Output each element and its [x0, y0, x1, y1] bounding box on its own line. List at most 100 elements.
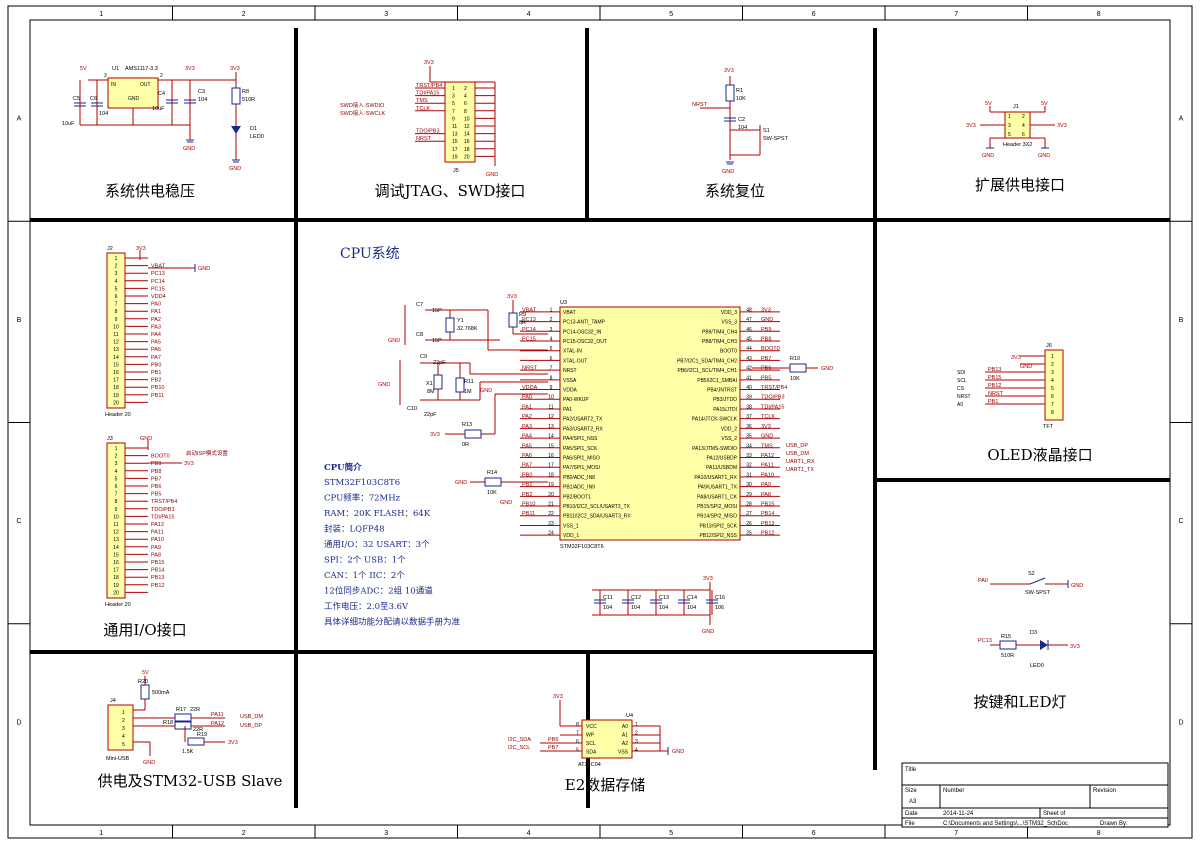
s2-ref: S2 — [1028, 571, 1035, 577]
mcu-ref: U3 — [560, 300, 567, 306]
mcu-pin-name-right: PB3/JTDO — [713, 397, 737, 403]
jtag-net-label: TDO/PB3 — [416, 129, 440, 135]
section-title-cpu: CPU系统 — [340, 246, 400, 262]
header-pin-number: 1 — [115, 256, 118, 262]
u1-pin2: 2 — [160, 73, 163, 79]
r9-3v3: 3V3 — [507, 294, 517, 300]
u4-pin-number-right: 3 — [635, 739, 638, 745]
j1-pin6: 6 — [1022, 132, 1025, 138]
j1-header — [1004, 111, 1031, 139]
mcu-pin-name-left: PA3/USART2_RX — [563, 426, 603, 432]
header-pin-number: 12 — [113, 340, 119, 346]
c6-value: 104 — [99, 111, 108, 117]
mcu-pin-number-left: 4 — [550, 336, 553, 342]
mcu-net-right: TRST/PB4 — [761, 385, 787, 391]
d1-ref: D1 — [250, 126, 257, 132]
led-3v3: 3V3 — [1070, 644, 1080, 650]
mcu-pin-number-right: 43 — [746, 356, 752, 362]
mcu-pin-number-left: 6 — [550, 356, 553, 362]
mcu-pin-number-right: 45 — [746, 336, 752, 342]
section-title-reset: 系统复位 — [705, 182, 765, 200]
header-net-label: PA0 — [151, 302, 161, 308]
decoupling-cap-value: 104 — [659, 605, 668, 611]
header-pin-number: 15 — [113, 362, 119, 368]
jtag-pin-left: 13 — [452, 132, 458, 138]
mcu-net-right: PB9 — [761, 327, 771, 333]
header-pin-number: 8 — [115, 499, 118, 505]
jtag-pin-right: 6 — [464, 101, 467, 107]
jtag-pin-left: 15 — [452, 139, 458, 145]
mcu-pin-name-left: PA7/SPI1_MOSI — [563, 465, 600, 471]
tb-title-label: Title — [905, 767, 917, 773]
c2-ref: C2 — [738, 117, 745, 123]
mcu-pin-name-left: PA5/SPI1_SCK — [563, 446, 598, 452]
mcu-net-left: PC14 — [522, 327, 536, 333]
mcu-pin-number-right: 32 — [746, 463, 752, 469]
mcu-pin-name-left: VDD_1 — [563, 533, 579, 539]
mcu-pin-number-right: 44 — [746, 346, 752, 352]
mcu-pin-number-left: 7 — [550, 366, 553, 372]
c8-value: 15P — [432, 338, 442, 344]
mcu-net-right: PB5 — [761, 375, 771, 381]
reset-circuit: 3V3 R1 10K NRST C2 104 S1 SW-SPST GND — [692, 68, 789, 175]
cpu-desc-line: 工作电压：2.0至3.6V — [324, 601, 409, 612]
u1-in-pin: IN — [111, 82, 116, 88]
header-net-label: PB2 — [151, 378, 161, 384]
e2-sda-label: I2C_SDA — [508, 737, 531, 743]
header-pin-number: 15 — [113, 552, 119, 558]
mcu-pin-number-right: 35 — [746, 434, 752, 440]
usb-dp-label: USB_DP — [786, 443, 808, 449]
jtag-net-label: TDI/PA15 — [416, 91, 439, 97]
mcu-pin-number-right: 34 — [746, 443, 752, 449]
c9-value: 22pF — [433, 360, 446, 366]
oled-signal: SDI — [957, 370, 965, 376]
u4-part: AT24C04 — [578, 762, 601, 768]
power-in-net: 5V — [80, 66, 87, 72]
header-net-label: BOOT0 — [151, 454, 170, 460]
mcu-net-left: PB11 — [522, 511, 535, 517]
header-pin-number: 3 — [115, 461, 118, 467]
oled-net: PB12 — [988, 383, 1001, 389]
mcu-pin-name-right: VDD_2 — [721, 426, 737, 432]
header-net-label: PB1 — [151, 370, 161, 376]
u4-pin-number-left: 5 — [576, 748, 579, 754]
header-pin-number: 14 — [113, 545, 119, 551]
u1-ref: U1 — [112, 66, 119, 72]
cpu-desc-line: 具体详细功能分配请以数据手册为准 — [324, 617, 461, 628]
header-net-label: PA1 — [151, 309, 161, 315]
mcu-pin-number-right: 27 — [746, 511, 752, 517]
ext-3v3-right: 3V3 — [1057, 123, 1067, 129]
header-net-label: TRST/PB4 — [151, 499, 177, 505]
usb-pa11: PA11 — [211, 712, 224, 718]
header-pin-number: 10 — [113, 324, 119, 330]
jtag-pin-right: 18 — [464, 147, 470, 153]
u4-pin-name-left: SCL — [586, 741, 596, 747]
mcu-pin-name-left: PB2/BOOT1 — [563, 494, 591, 500]
header-net-label: VDD4 — [151, 294, 166, 300]
c8-ref: C8 — [416, 332, 423, 338]
jtag-pin-left: 17 — [452, 147, 458, 153]
j2-part: Header 20 — [105, 412, 131, 418]
r17-value: 22R — [190, 707, 200, 713]
u1-pin3: 3 — [104, 73, 107, 79]
mcu-pin-name-right: VSS_2 — [721, 436, 737, 442]
j6-pin-number: 7 — [1051, 402, 1054, 408]
r13-ref: R13 — [462, 422, 472, 428]
mcu-pin-number-left: 22 — [548, 511, 554, 517]
j4-pin3: 3 — [122, 726, 125, 732]
jtag-net-label: TCLK — [416, 106, 430, 112]
header-pin-number: 3 — [115, 271, 118, 277]
header-net-label: PB13 — [151, 575, 164, 581]
mcu-net-right: TMS — [761, 443, 773, 449]
mcu-net-left: PB2 — [522, 492, 532, 498]
header-pin-number: 9 — [115, 317, 118, 323]
mcu-part: STM32F103C8T6 — [560, 544, 604, 550]
header-net-label: PC13 — [151, 271, 165, 277]
header-pin-number: 13 — [113, 347, 119, 353]
header-net-label: PA5 — [151, 340, 161, 346]
r13-value: 0R — [462, 442, 469, 448]
u4-pin-name-right: A2 — [622, 741, 628, 747]
mcu-pin-number-right: 39 — [746, 395, 752, 401]
jtag-pin-right: 8 — [464, 109, 467, 115]
mcu-pin-number-left: 21 — [548, 502, 554, 508]
